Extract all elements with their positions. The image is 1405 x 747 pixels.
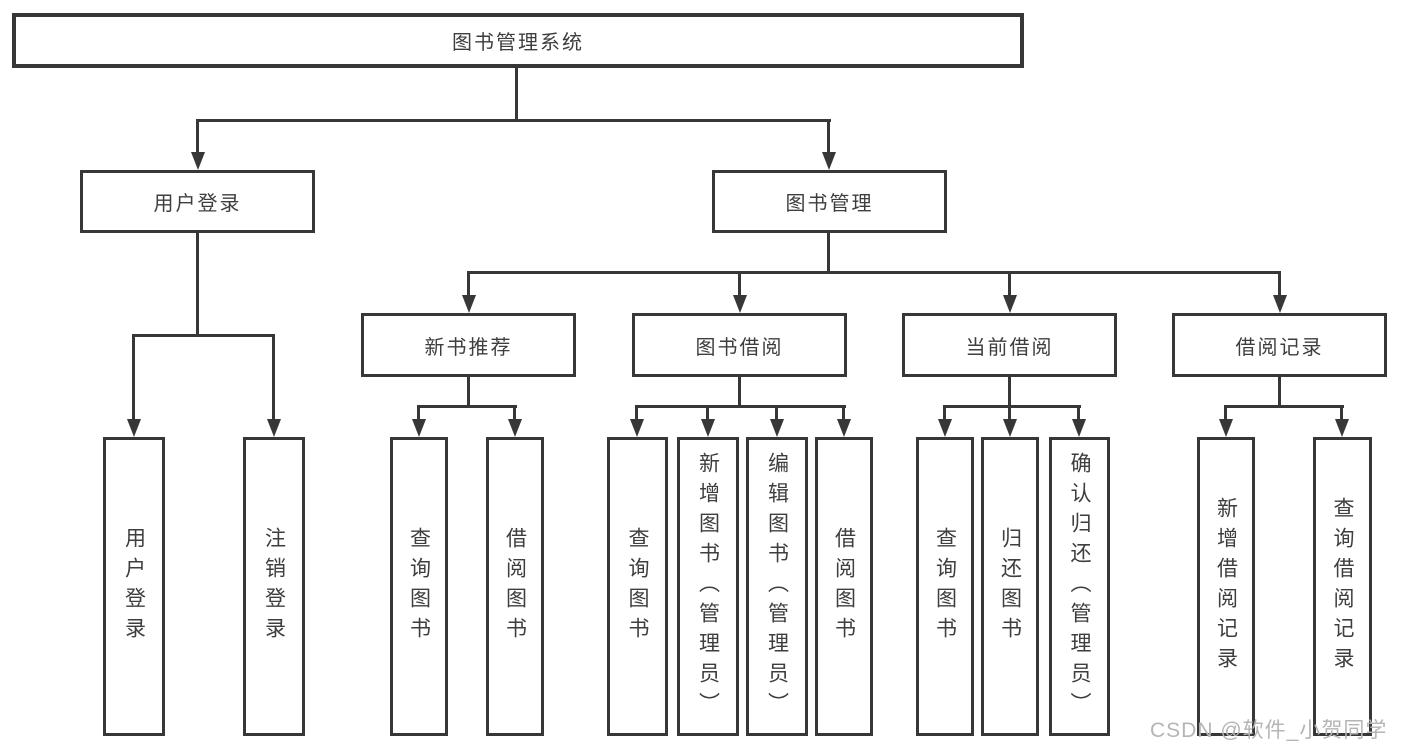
connector-line bbox=[196, 119, 831, 122]
node-query-borrow-record: 查询借阅记录 bbox=[1313, 437, 1372, 736]
arrowhead-down-icon bbox=[412, 419, 426, 437]
connector-line bbox=[417, 405, 420, 421]
node-label: 新增图书（管理员） bbox=[696, 451, 720, 722]
node-current-borrowing: 当前借阅 bbox=[902, 313, 1117, 377]
arrowhead-down-icon bbox=[1335, 419, 1349, 437]
connector-line bbox=[943, 405, 1081, 408]
node-label: 借阅图书 bbox=[832, 526, 856, 647]
node-book-borrowing: 图书借阅 bbox=[632, 313, 847, 377]
arrowhead-down-icon bbox=[733, 295, 747, 313]
connector-line bbox=[1008, 377, 1011, 407]
node-label: 查询图书 bbox=[626, 526, 649, 647]
node-label: 用户登录 bbox=[153, 193, 242, 215]
node-user-login-leaf: 用户登录 bbox=[103, 437, 165, 736]
node-label: 图书管理系统 bbox=[452, 32, 584, 54]
csdn-watermark: CSDN @软件_小贺同学 bbox=[1150, 719, 1388, 742]
connector-line bbox=[1278, 271, 1281, 297]
node-query-books-recommend: 查询图书 bbox=[390, 437, 448, 736]
node-edit-books-admin: 编辑图书（管理员） bbox=[746, 437, 808, 736]
arrowhead-down-icon bbox=[938, 419, 952, 437]
node-label: 查询图书 bbox=[933, 526, 957, 647]
connector-line bbox=[738, 271, 741, 297]
node-query-books-current: 查询图书 bbox=[916, 437, 974, 736]
node-library-management-system: 图书管理系统 bbox=[12, 13, 1024, 68]
connector-line bbox=[515, 67, 518, 120]
connector-line bbox=[196, 119, 199, 155]
node-label: 查询图书 bbox=[407, 526, 431, 647]
arrowhead-down-icon bbox=[462, 295, 476, 313]
node-label: 当前借阅 bbox=[965, 336, 1054, 359]
connector-line bbox=[842, 405, 845, 421]
connector-line bbox=[196, 233, 199, 336]
node-query-books-borrowing: 查询图书 bbox=[607, 437, 668, 736]
arrowhead-down-icon bbox=[1072, 419, 1086, 437]
arrowhead-down-icon bbox=[1003, 295, 1017, 313]
arrowhead-down-icon bbox=[508, 419, 522, 437]
arrowhead-down-icon bbox=[837, 419, 851, 437]
arrowhead-down-icon bbox=[191, 152, 205, 170]
connector-line bbox=[467, 377, 470, 407]
connector-line bbox=[132, 334, 275, 337]
connector-line bbox=[775, 405, 778, 421]
arrowhead-down-icon bbox=[1219, 419, 1233, 437]
node-borrow-books-borrowing: 借阅图书 bbox=[815, 437, 873, 736]
connector-line bbox=[417, 405, 517, 408]
arrowhead-down-icon bbox=[822, 152, 836, 170]
connector-line bbox=[706, 405, 709, 421]
node-add-borrow-record: 新增借阅记录 bbox=[1197, 437, 1255, 736]
node-new-book-recommendation: 新书推荐 bbox=[361, 313, 576, 377]
arrowhead-down-icon bbox=[1003, 419, 1017, 437]
arrowhead-down-icon bbox=[630, 419, 644, 437]
node-confirm-return-admin: 确认归还（管理员） bbox=[1049, 437, 1110, 736]
node-label: 新书推荐 bbox=[424, 336, 513, 359]
connector-line bbox=[132, 334, 135, 420]
connector-line bbox=[513, 405, 516, 421]
node-borrowing-records: 借阅记录 bbox=[1172, 313, 1387, 377]
connector-line bbox=[1278, 377, 1281, 407]
connector-line bbox=[635, 405, 846, 408]
connector-line bbox=[467, 271, 470, 297]
connector-line bbox=[827, 233, 830, 273]
node-add-books-admin: 新增图书（管理员） bbox=[677, 437, 739, 736]
arrowhead-down-icon bbox=[127, 419, 141, 437]
node-label: 借阅图书 bbox=[503, 526, 527, 647]
node-label: 注销登录 bbox=[262, 526, 286, 647]
connector-line bbox=[827, 119, 830, 155]
node-book-management: 图书管理 bbox=[712, 170, 947, 233]
node-label: 编辑图书（管理员） bbox=[765, 451, 789, 722]
arrowhead-down-icon bbox=[770, 419, 784, 437]
connector-line bbox=[1008, 405, 1011, 421]
connector-line bbox=[1077, 405, 1080, 421]
node-borrow-books-recommend: 借阅图书 bbox=[486, 437, 544, 736]
connector-line bbox=[1340, 405, 1343, 421]
node-label: 借阅记录 bbox=[1235, 336, 1324, 359]
node-logout: 注销登录 bbox=[243, 437, 305, 736]
connector-line bbox=[943, 405, 946, 421]
node-user-login: 用户登录 bbox=[80, 170, 315, 233]
arrowhead-down-icon bbox=[1273, 295, 1287, 313]
node-label: 图书管理 bbox=[785, 193, 874, 215]
node-label: 确认归还（管理员） bbox=[1068, 451, 1091, 722]
node-label: 新增借阅记录 bbox=[1214, 496, 1238, 677]
connector-line bbox=[1224, 405, 1227, 421]
connector-line bbox=[1008, 271, 1011, 297]
connector-line bbox=[1224, 405, 1344, 408]
arrowhead-down-icon bbox=[701, 419, 715, 437]
node-label: 查询借阅记录 bbox=[1331, 496, 1354, 677]
connector-line bbox=[635, 405, 638, 421]
node-label: 归还图书 bbox=[998, 526, 1022, 647]
arrowhead-down-icon bbox=[267, 419, 281, 437]
node-return-books: 归还图书 bbox=[981, 437, 1039, 736]
node-label: 图书借阅 bbox=[695, 336, 784, 359]
connector-line bbox=[272, 334, 275, 420]
node-label: 用户登录 bbox=[122, 526, 146, 647]
connector-line bbox=[738, 377, 741, 407]
connector-line bbox=[467, 271, 1281, 274]
